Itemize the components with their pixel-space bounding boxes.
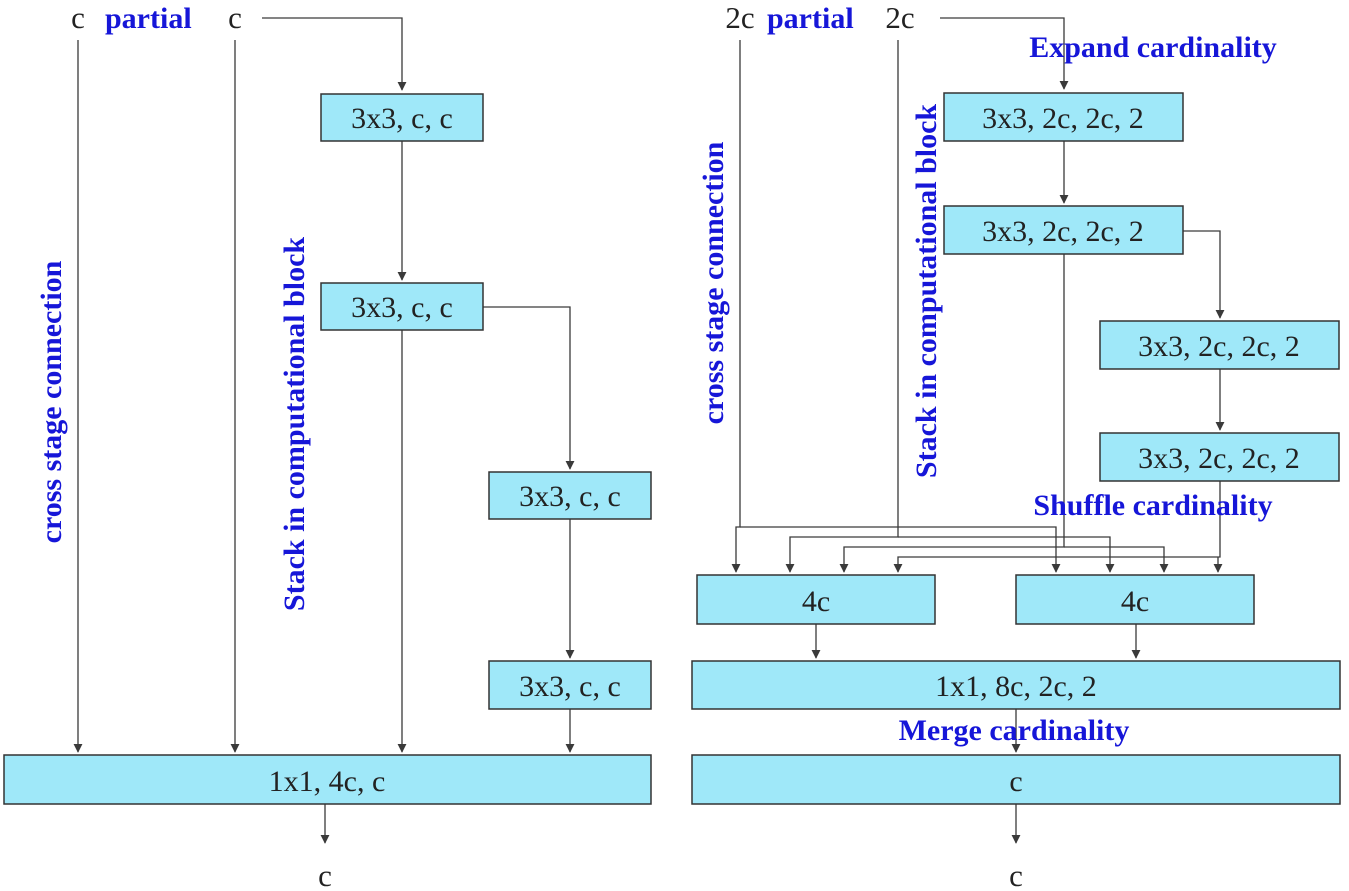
left-input-c1: c <box>71 0 85 35</box>
right-partial-a <box>785 40 899 573</box>
left-output-label: c <box>318 858 332 891</box>
right-output-box <box>691 754 1341 805</box>
right-conv2-to-conv3 <box>1183 230 1225 319</box>
right-merge-conv-box <box>691 660 1341 710</box>
right-conv3-label: 3x3, 2c, 2c, 2 <box>1138 330 1300 363</box>
right-conv2-box <box>943 205 1184 255</box>
left-conv2-label: 3x3, c, c <box>351 291 453 324</box>
right-conv4-a <box>893 481 1221 573</box>
right-conv2-b <box>1064 546 1169 573</box>
right-concat2-label: 4c <box>1121 585 1149 618</box>
right-conv1-label: 3x3, 2c, 2c, 2 <box>982 102 1144 135</box>
left-conv4-box <box>488 660 652 710</box>
right-input-c1: 2c <box>725 0 754 35</box>
left-conv1-label: 3x3, c, c <box>351 102 453 135</box>
right-cross-stage-label: cross stage connection <box>697 141 730 424</box>
right-output-box-label: c <box>1009 765 1022 798</box>
right-input-line <box>940 17 1069 90</box>
left-conv3-label: 3x3, c, c <box>519 480 621 513</box>
right-concat1-box <box>696 574 936 625</box>
left-input-c2: c <box>228 0 242 35</box>
left-cross-stage-label: cross stage connection <box>35 260 68 543</box>
shuffle-cardinality-label: Shuffle cardinality <box>1033 489 1272 522</box>
right-conv2-label: 3x3, 2c, 2c, 2 <box>982 215 1144 248</box>
right-stack-label: Stack in computational block <box>910 104 943 479</box>
left-stack-label: Stack in computational block <box>278 237 311 612</box>
merge-cardinality-label: Merge cardinality <box>899 714 1130 747</box>
left-input-line <box>262 17 407 91</box>
right-partial-label: partial <box>767 2 854 35</box>
right-concat1-label: 4c <box>802 585 830 618</box>
right-conv4-label: 3x3, 2c, 2c, 2 <box>1138 442 1300 475</box>
right-conv1-box <box>943 92 1184 142</box>
right-merge-conv-label: 1x1, 8c, 2c, 2 <box>935 670 1097 703</box>
right-partial-b <box>898 536 1115 573</box>
right-diagram: 3x3, 2c, 2c, 2 3x3, 2c, 2c, 2 3x3, 2c, 2… <box>691 0 1341 891</box>
left-conv4-label: 3x3, c, c <box>519 670 621 703</box>
left-transition-box <box>3 754 652 805</box>
right-cross-stage-a <box>731 40 741 573</box>
left-conv3-box <box>488 471 652 520</box>
right-input-c2: 2c <box>885 0 914 35</box>
right-output-label: c <box>1009 858 1023 891</box>
left-transition-label: 1x1, 4c, c <box>269 765 386 798</box>
left-conv1-box <box>320 93 484 142</box>
left-diagram: 3x3, c, c 3x3, c, c 3x3, c, c 3x3, c, c … <box>3 0 652 891</box>
left-partial-label: partial <box>105 2 192 35</box>
right-concat2-box <box>1015 574 1255 625</box>
expand-cardinality-label: Expand cardinality <box>1029 31 1277 64</box>
right-conv2-a <box>839 254 1065 573</box>
left-conv2-to-conv3 <box>483 306 575 470</box>
right-conv4-box <box>1099 432 1340 482</box>
left-conv2-box <box>320 282 484 331</box>
right-conv3-box <box>1099 320 1340 370</box>
